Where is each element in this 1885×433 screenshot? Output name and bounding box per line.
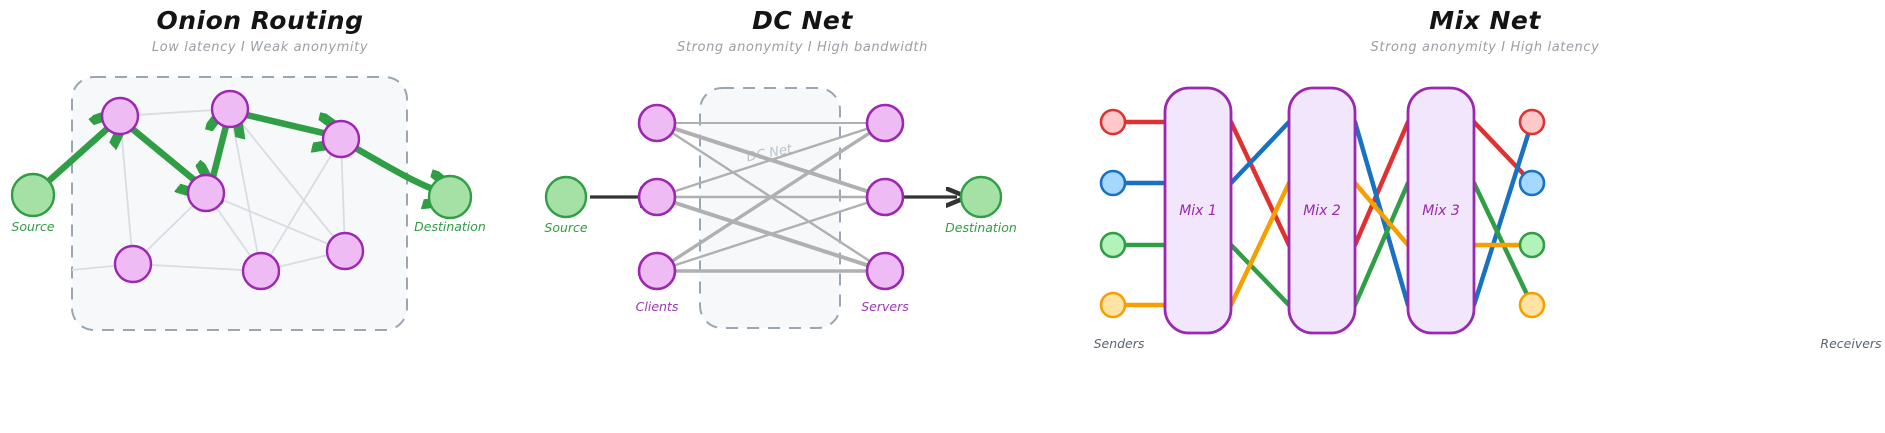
client-node[interactable] xyxy=(637,251,677,291)
panel-dc-net: DC Net Strong anonymity I High bandwidth… xyxy=(520,0,1085,433)
destination-node[interactable] xyxy=(959,175,1003,219)
receiver-node-green[interactable] xyxy=(1518,231,1546,259)
mix-box-2[interactable] xyxy=(1287,86,1357,335)
mix-net-senders xyxy=(1099,108,1127,319)
panel-mix-net: Mix Net Strong anonymity I High latency xyxy=(1085,0,1885,433)
mix-net-links-2-3 xyxy=(1352,119,1411,308)
link-green-m1-m2 xyxy=(1228,242,1292,308)
mix-net-receiver-links xyxy=(1471,119,1535,308)
relay-node[interactable] xyxy=(100,96,140,136)
source-node[interactable] xyxy=(10,172,56,218)
server-node[interactable] xyxy=(865,251,905,291)
relay-node[interactable] xyxy=(325,231,365,271)
mix-net-subtitle: Strong anonymity I High latency xyxy=(1370,40,1600,55)
destination-label: Destination xyxy=(414,219,486,234)
link-green-m2-m3 xyxy=(1352,180,1411,308)
mix-box-3-label: Mix 3 xyxy=(1422,203,1460,219)
senders-label: Senders xyxy=(1094,336,1145,351)
sender-node-blue[interactable] xyxy=(1099,169,1127,197)
relay-node[interactable] xyxy=(241,251,281,291)
source-node[interactable] xyxy=(544,175,588,219)
client-node[interactable] xyxy=(637,103,677,143)
link-red-m1-m2 xyxy=(1228,119,1292,248)
link-red-out xyxy=(1471,119,1535,186)
relay-node[interactable] xyxy=(186,173,226,213)
relay-node[interactable] xyxy=(113,244,153,284)
dc-net-clients xyxy=(637,103,677,291)
relay-node[interactable] xyxy=(321,119,361,159)
mix-net-links-1-2 xyxy=(1228,119,1292,308)
server-node[interactable] xyxy=(865,103,905,143)
mix-net-sender-links xyxy=(1110,119,1168,308)
link-blue-m1-m2 xyxy=(1228,119,1292,186)
server-node[interactable] xyxy=(865,177,905,217)
receivers-label: Receivers xyxy=(1820,336,1882,351)
link-blue-out xyxy=(1471,119,1535,308)
mix-net-mix-boxes: Mix 1 Mix 2 Mix 3 xyxy=(1163,86,1476,335)
dc-net-graph: DC Net xyxy=(544,87,1017,329)
dc-net-servers xyxy=(865,103,905,291)
destination-node[interactable] xyxy=(427,174,473,220)
sender-node-green[interactable] xyxy=(1099,231,1127,259)
panel-onion-routing: Onion Routing Low latency I Weak anonymi… xyxy=(0,0,520,433)
link-orange-m2-m3 xyxy=(1352,180,1411,248)
receiver-node-red[interactable] xyxy=(1518,108,1546,136)
mix-net-receivers xyxy=(1518,108,1546,319)
onion-routing-graph: Source Destination xyxy=(10,76,486,331)
mix-box-1-label: Mix 1 xyxy=(1179,203,1217,219)
source-label: Source xyxy=(544,220,588,235)
mix-box-1[interactable] xyxy=(1163,86,1233,335)
clients-label: Clients xyxy=(636,299,679,314)
receiver-node-blue[interactable] xyxy=(1518,169,1546,197)
client-node[interactable] xyxy=(637,177,677,217)
mix-box-2-label: Mix 2 xyxy=(1303,203,1341,219)
destination-label: Destination xyxy=(945,220,1017,235)
dc-net-links xyxy=(655,121,887,273)
onion-routing-title: Onion Routing xyxy=(156,6,364,35)
receiver-node-orange[interactable] xyxy=(1518,291,1546,319)
mix-net-graph: Mix 1 Mix 2 Mix 3 Senders Receivers xyxy=(1094,86,1882,351)
link-red-m2-m3 xyxy=(1352,119,1411,248)
dc-net-title: DC Net xyxy=(752,6,853,35)
sender-node-orange[interactable] xyxy=(1099,291,1127,319)
sender-node-red[interactable] xyxy=(1099,108,1127,136)
relay-node[interactable] xyxy=(210,89,250,129)
onion-relay-nodes xyxy=(100,89,365,291)
servers-label: Servers xyxy=(861,299,909,314)
onion-routing-subtitle: Low latency I Weak anonymity xyxy=(151,40,369,55)
mix-net-title: Mix Net xyxy=(1429,6,1541,35)
dc-net-subtitle: Strong anonymity I High bandwidth xyxy=(677,40,928,55)
mix-box-3[interactable] xyxy=(1406,86,1476,335)
link-orange-m1-m2 xyxy=(1228,180,1292,308)
source-label: Source xyxy=(11,219,55,234)
